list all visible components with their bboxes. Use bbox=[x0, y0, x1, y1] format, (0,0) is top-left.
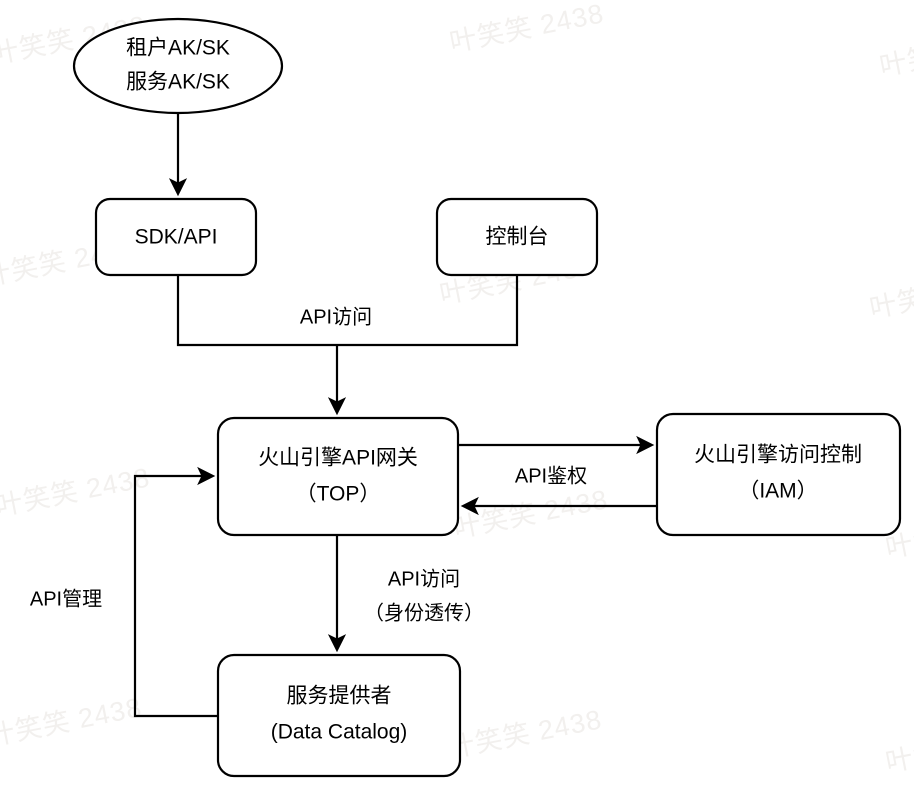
service-provider-box-shape bbox=[216, 653, 462, 778]
console-label: 控制台 bbox=[486, 226, 549, 249]
edge-provider-to-gateway bbox=[133, 466, 218, 718]
node-sdk-api[interactable]: SDK/API bbox=[94, 197, 258, 277]
edge-label-api-access-passthrough-line2: （身份透传） bbox=[364, 601, 484, 624]
node-iam[interactable]: 火山引擎访问控制 （IAM） bbox=[655, 412, 902, 537]
edge-label-api-access: API访问 bbox=[300, 305, 372, 328]
node-console[interactable]: 控制台 bbox=[435, 197, 599, 277]
iam-label-line2: （IAM） bbox=[738, 480, 817, 503]
sdk-api-box-shape bbox=[94, 197, 258, 277]
node-service-provider[interactable]: 服务提供者 (Data Catalog) bbox=[216, 653, 462, 778]
iam-label-line1: 火山引擎访问控制 bbox=[694, 444, 862, 467]
credentials-label-line2: 服务AK/SK bbox=[126, 71, 230, 94]
sdk-api-label: SDK/API bbox=[135, 226, 218, 249]
console-box-shape bbox=[435, 197, 599, 277]
credentials-label-line1: 租户AK/SK bbox=[126, 37, 230, 60]
api-gateway-label-line2: （TOP） bbox=[296, 483, 381, 506]
edge-clients-merge-bus bbox=[176, 275, 519, 347]
api-gateway-box-shape bbox=[216, 416, 460, 537]
service-provider-label-line1: 服务提供者 bbox=[287, 685, 392, 708]
edge-label-api-auth: API鉴权 bbox=[515, 464, 587, 487]
api-gateway-label-line1: 火山引擎API网关 bbox=[258, 447, 418, 470]
edge-label-api-access-passthrough-line1: API访问 bbox=[388, 567, 460, 590]
node-credentials[interactable]: 租户AK/SK 服务AK/SK bbox=[72, 17, 284, 115]
edge-label-api-management: API管理 bbox=[30, 587, 102, 610]
credentials-ellipse-shape bbox=[72, 17, 284, 115]
service-provider-label-line2: (Data Catalog) bbox=[271, 721, 408, 744]
iam-box-shape bbox=[655, 412, 902, 537]
node-api-gateway[interactable]: 火山引擎API网关 （TOP） bbox=[216, 416, 460, 537]
